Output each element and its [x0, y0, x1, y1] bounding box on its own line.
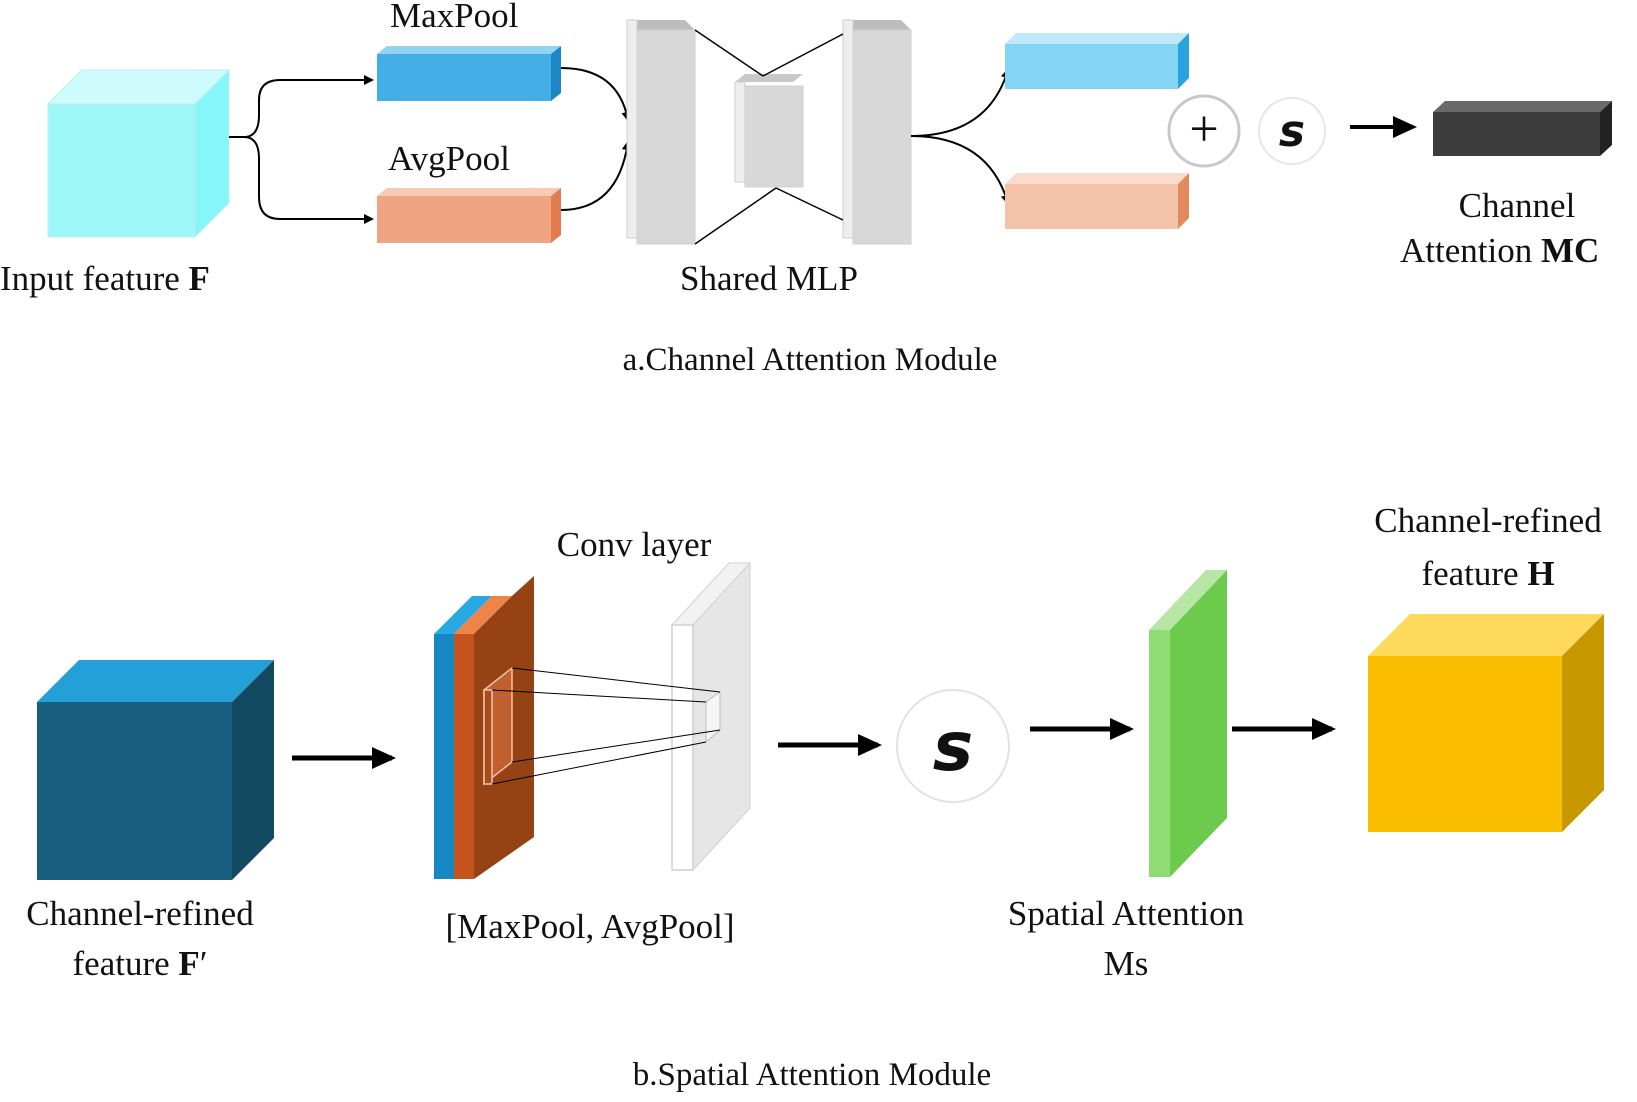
- spatial-module-caption: b.Spatial Attention Module: [633, 1057, 991, 1093]
- channel-refined-feature-h-cube: [1368, 614, 1604, 832]
- channel-refined-feature-cube: [37, 660, 274, 880]
- pooled-feature-maps: [434, 576, 534, 879]
- channel-refined-feature-label-line2: feature F′: [73, 944, 208, 983]
- svg-text:s: s: [1279, 106, 1305, 157]
- input-feature-label: Input feature F: [0, 259, 210, 298]
- avgpool-bar: [377, 188, 561, 243]
- pool-to-mlp-connector: [560, 67, 632, 211]
- avgpool-label: AvgPool: [388, 139, 510, 178]
- channel-refined-feature-h-label-line2: feature H: [1421, 554, 1554, 593]
- conv-layer-label: Conv layer: [557, 525, 712, 564]
- conv-layer: [491, 561, 752, 871]
- svg-text:s: s: [933, 708, 973, 787]
- maxpool-bar: [377, 46, 561, 101]
- channel-attention-label-line1: Channel: [1459, 186, 1576, 225]
- sigmoid-icon: s: [1258, 97, 1326, 165]
- svg-text:+: +: [1189, 101, 1218, 158]
- mlp-output-bar-maxpool: [1005, 33, 1189, 89]
- mlp-output-bar-avgpool: [1005, 173, 1189, 229]
- maxpool-label: MaxPool: [390, 0, 519, 35]
- spatial-attention-label-line1: Spatial Attention: [1008, 894, 1244, 933]
- spatial-attention-map: [1149, 570, 1227, 877]
- channel-attention-module: Input feature F MaxPool AvgPool: [0, 0, 1612, 378]
- channel-attention-bar: [1433, 101, 1612, 156]
- mlp-to-output-connector: [910, 68, 1011, 205]
- sigmoid-icon-spatial: s: [896, 689, 1010, 803]
- channel-module-caption: a.Channel Attention Module: [623, 342, 998, 378]
- split-connector: [229, 75, 374, 224]
- input-feature-cube: [46, 68, 231, 239]
- shared-mlp: [626, 19, 912, 245]
- spatial-attention-label-line2: Ms: [1104, 944, 1149, 983]
- shared-mlp-label: Shared MLP: [680, 259, 858, 298]
- channel-refined-feature-label-line1: Channel-refined: [26, 894, 254, 933]
- channel-refined-feature-h-label-line1: Channel-refined: [1374, 501, 1602, 540]
- channel-attention-label-line2: Attention MC: [1400, 231, 1599, 270]
- pooled-maps-label: [MaxPool, AvgPool]: [445, 907, 734, 946]
- elementwise-sum-icon: +: [1167, 94, 1241, 168]
- spatial-attention-module: Channel-refined feature F′ [MaxPool, Avg…: [26, 501, 1604, 1093]
